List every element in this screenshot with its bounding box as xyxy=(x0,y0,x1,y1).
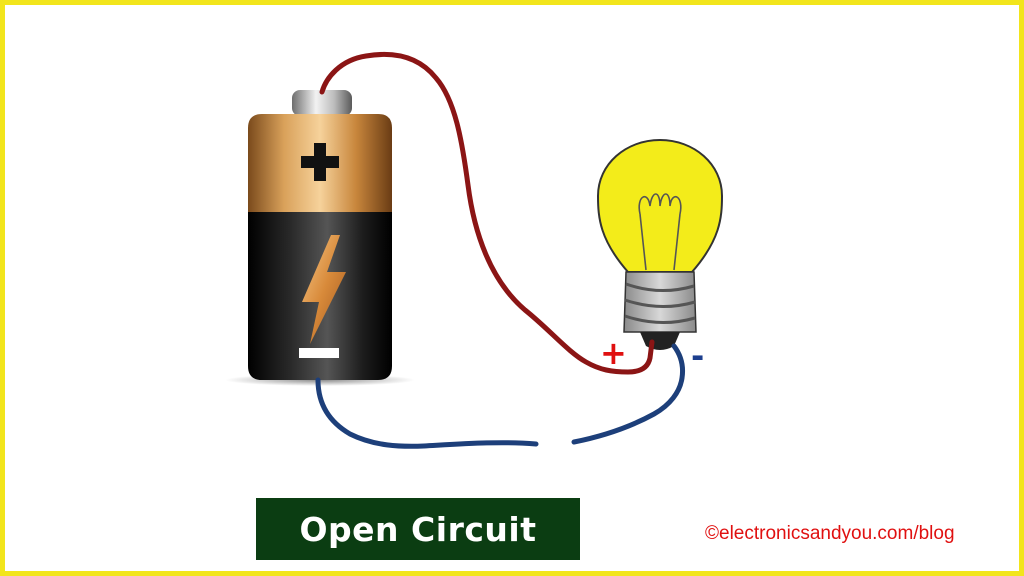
light-bulb xyxy=(596,138,724,350)
bulb-filament xyxy=(638,193,682,271)
battery-plus-icon xyxy=(301,143,339,181)
copyright-text: ©electronicsandyou.com/blog xyxy=(705,523,955,544)
diagram-title: Open Circuit xyxy=(299,509,537,549)
negative-terminal-sign: - xyxy=(691,337,705,375)
battery-cap xyxy=(292,90,352,116)
negative-wire-battery-segment xyxy=(315,377,539,449)
negative-wire-bulb-segment xyxy=(571,343,685,445)
battery-minus-icon xyxy=(299,348,339,358)
bulb-screw-threads xyxy=(624,282,696,325)
positive-wire xyxy=(319,51,655,375)
title-banner: Open Circuit xyxy=(256,498,580,560)
lightning-bolt-icon xyxy=(302,235,346,344)
positive-terminal-sign: + xyxy=(600,334,627,372)
battery xyxy=(225,90,415,386)
